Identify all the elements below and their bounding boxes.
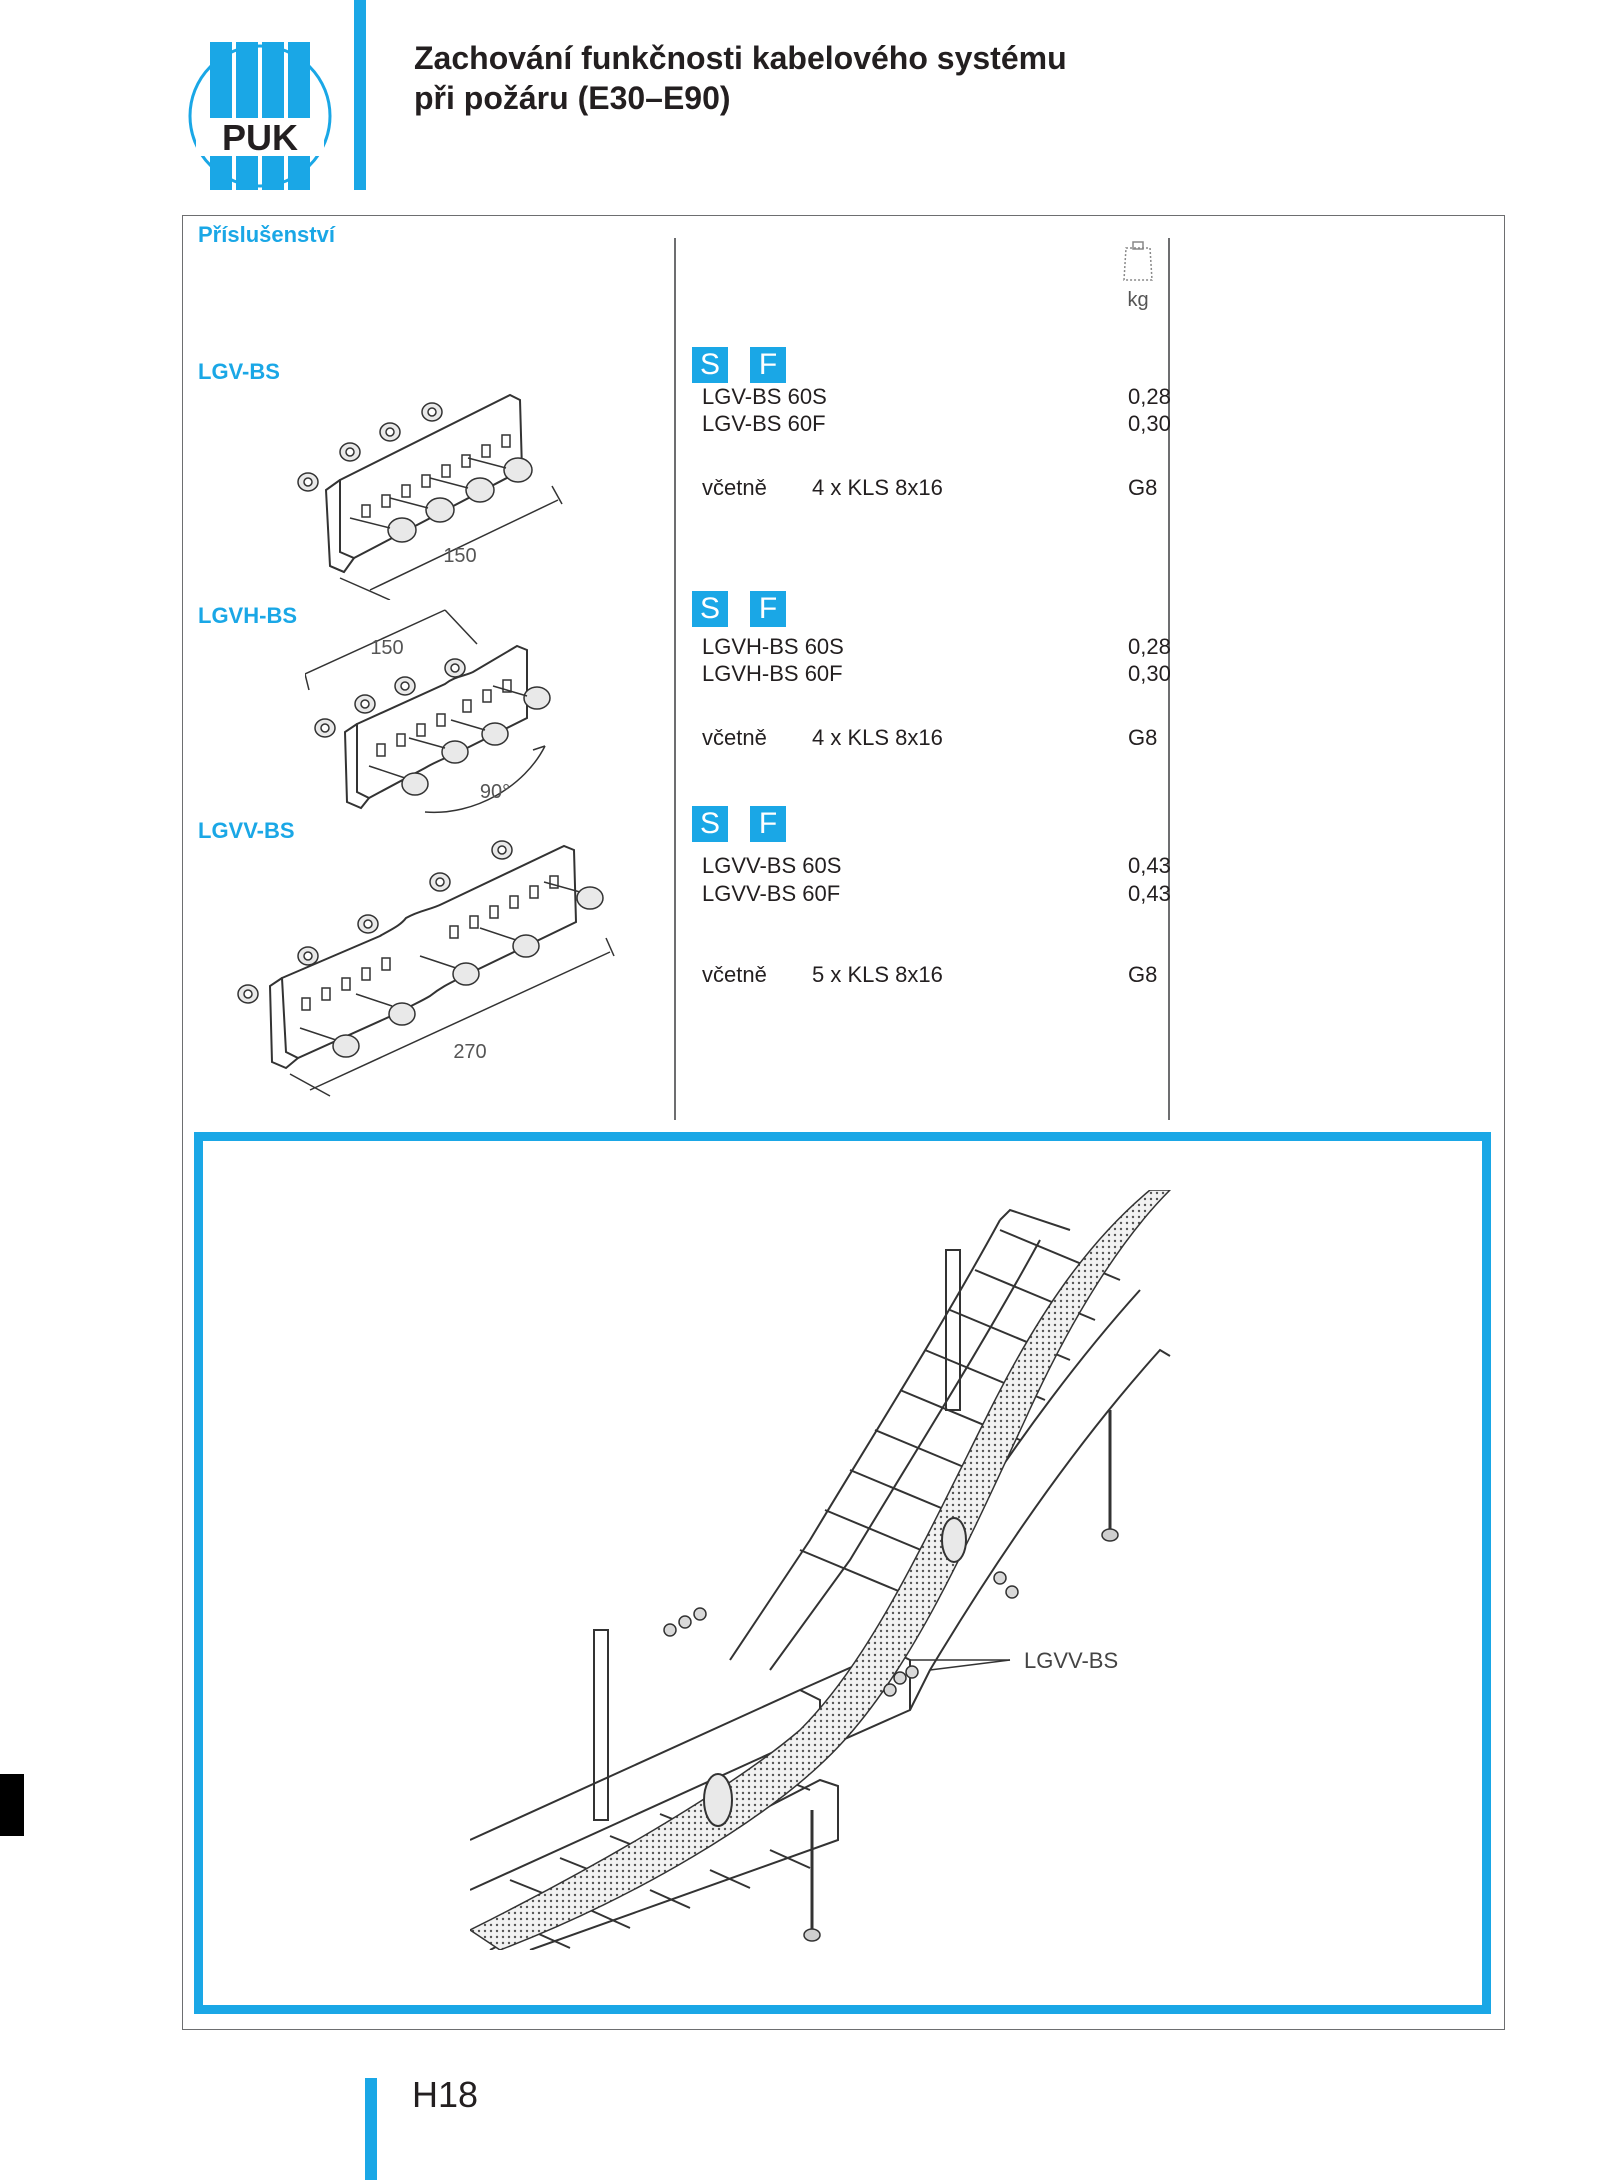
weight-unit: kg <box>1127 289 1148 311</box>
angle-label: 90° <box>480 781 510 803</box>
product-row-weight: 0,30 <box>1128 411 1171 436</box>
including-grade: G8 <box>1128 725 1158 750</box>
including-grade: G8 <box>1128 962 1158 987</box>
product-row-weight: 0,28 <box>1128 634 1171 659</box>
title-line-2: při požáru (E30–E90) <box>414 80 731 116</box>
title-line-1: Zachování funkčnosti kabelového systému <box>414 40 1067 76</box>
badge-f: F <box>750 347 786 383</box>
column-divider-right <box>1168 238 1170 1120</box>
dimension-label: 150 <box>370 637 403 659</box>
page-number: H18 <box>412 2074 479 2115</box>
product-label-lgvh-bs: LGVH-BS <box>198 603 297 628</box>
product-label-lgvv-bs: LGVV-BS <box>198 818 295 843</box>
callout-label: LGVV-BS <box>1024 1648 1118 1673</box>
product-row-weight: 0,43 <box>1128 853 1171 878</box>
dimension-label: 150 <box>443 545 476 567</box>
weight-icon: kg <box>1123 241 1153 311</box>
product-row-weight: 0,43 <box>1128 881 1171 906</box>
lgv-bs-drawing: 150 <box>297 393 563 600</box>
badge-s: S <box>692 347 728 383</box>
badge-f: F <box>750 806 786 842</box>
including-label: včetně <box>702 962 767 987</box>
including-part: 4 x KLS 8x16 <box>812 725 943 750</box>
badge-s: S <box>692 806 728 842</box>
badge-f: F <box>750 591 786 627</box>
product-row-name: LGVH-BS 60S <box>702 634 844 659</box>
including-label: včetně <box>702 475 767 500</box>
product-row-name: LGVV-BS 60F <box>702 881 841 906</box>
lgvh-bs-drawing: 150 90° <box>305 609 551 814</box>
logo-text: PUK <box>222 117 298 158</box>
header-accent-bar <box>354 0 366 190</box>
product-row-weight: 0,28 <box>1128 384 1171 409</box>
including-label: včetně <box>702 725 767 750</box>
product-row-weight: 0,30 <box>1128 661 1171 686</box>
content-frame <box>182 215 1505 2030</box>
product-row-name: LGVV-BS 60S <box>702 853 842 878</box>
footer-accent-bar <box>365 2078 377 2180</box>
installation-illustration-frame <box>194 1132 1491 2014</box>
badge-s: S <box>692 591 728 627</box>
product-row-name: LGV-BS 60F <box>702 411 826 436</box>
installation-illustration: LGVV-BS <box>470 1190 1172 1950</box>
column-divider-left <box>674 238 676 1120</box>
page-title: Zachování funkčnosti kabelového systému … <box>414 38 1067 118</box>
section-title: Příslušenství <box>198 222 335 247</box>
product-row-name: LGVH-BS 60F <box>702 661 843 686</box>
product-row-name: LGV-BS 60S <box>702 384 827 409</box>
puk-logo: PUK <box>188 42 332 190</box>
including-part: 4 x KLS 8x16 <box>812 475 943 500</box>
dimension-label: 270 <box>453 1041 486 1063</box>
section-tab-marker <box>0 1774 24 1836</box>
including-grade: G8 <box>1128 475 1158 500</box>
including-part: 5 x KLS 8x16 <box>812 962 943 987</box>
product-label-lgv-bs: LGV-BS <box>198 359 280 384</box>
lgvv-bs-drawing: 270 <box>237 840 615 1097</box>
